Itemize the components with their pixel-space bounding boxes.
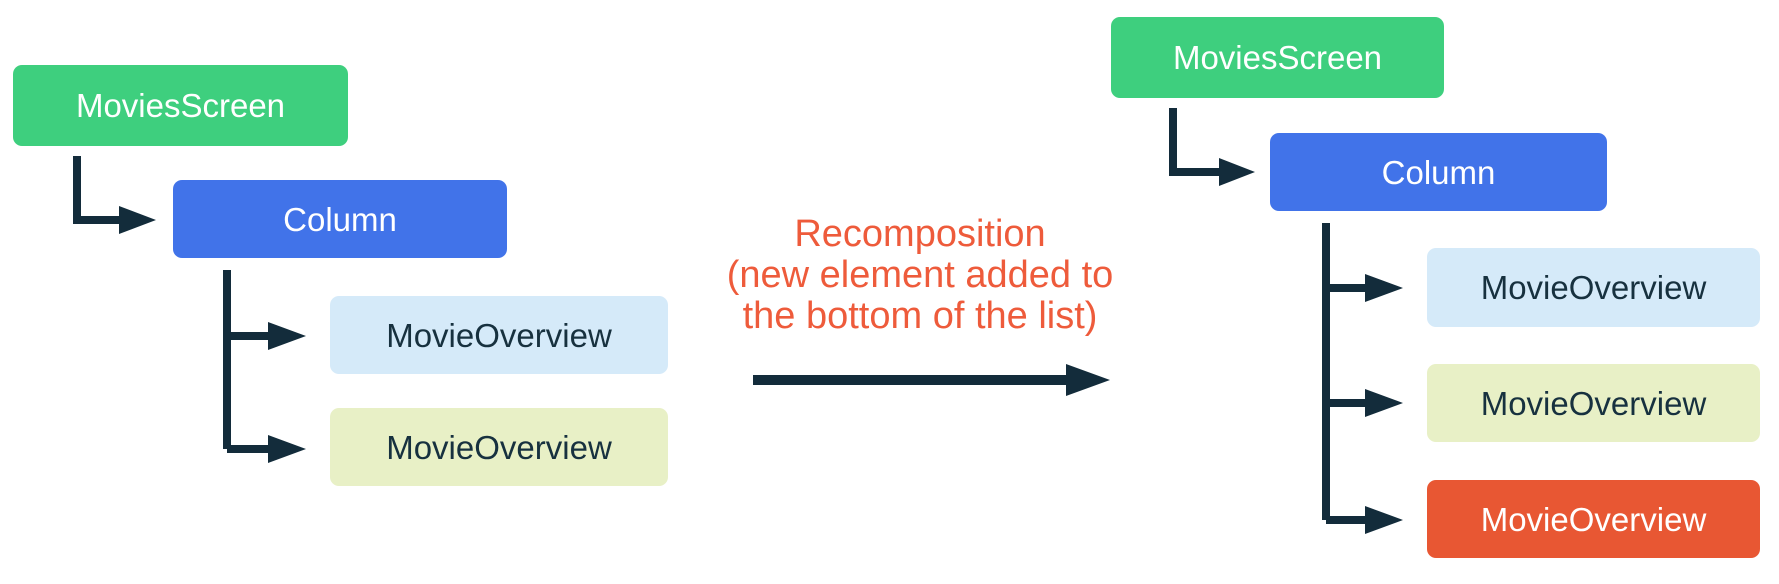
connector-right-elbow [1169,108,1220,176]
caption-line-1: Recomposition [794,213,1046,255]
node-left-moviesscreen: MoviesScreen [13,65,348,146]
arrowhead-right-branch-2 [1365,389,1403,417]
node-right-moviesscreen: MoviesScreen [1111,17,1444,98]
node-left-movieoverview-1: MovieOverview [330,296,668,374]
connector-lines [73,108,1366,524]
arrowhead-right-branch-1 [1365,274,1403,302]
arrowhead-left-elbow [119,206,156,234]
node-left-movieoverview-2: MovieOverview [330,408,668,486]
node-right-movieoverview-2: MovieOverview [1427,364,1760,442]
arrowhead-right-branch-3 [1365,506,1403,534]
arrowhead-left-branch-2 [268,435,306,463]
arrowhead-right-elbow [1219,158,1255,186]
connector-arrowheads [119,158,1403,534]
arrowhead-recomposition-arrow [1066,364,1110,396]
node-left-column: Column [173,180,507,258]
connector-left-elbow [73,156,120,224]
node-right-movieoverview-3-new: MovieOverview [1427,480,1760,558]
recomposition-caption: Recomposition (new element added to the … [690,214,1150,337]
node-right-column: Column [1270,133,1607,211]
caption-line-2: (new element added to [726,254,1114,296]
arrowhead-left-branch-1 [268,322,306,350]
node-right-movieoverview-1: MovieOverview [1427,248,1760,327]
caption-line-3: the bottom of the list) [742,295,1098,337]
